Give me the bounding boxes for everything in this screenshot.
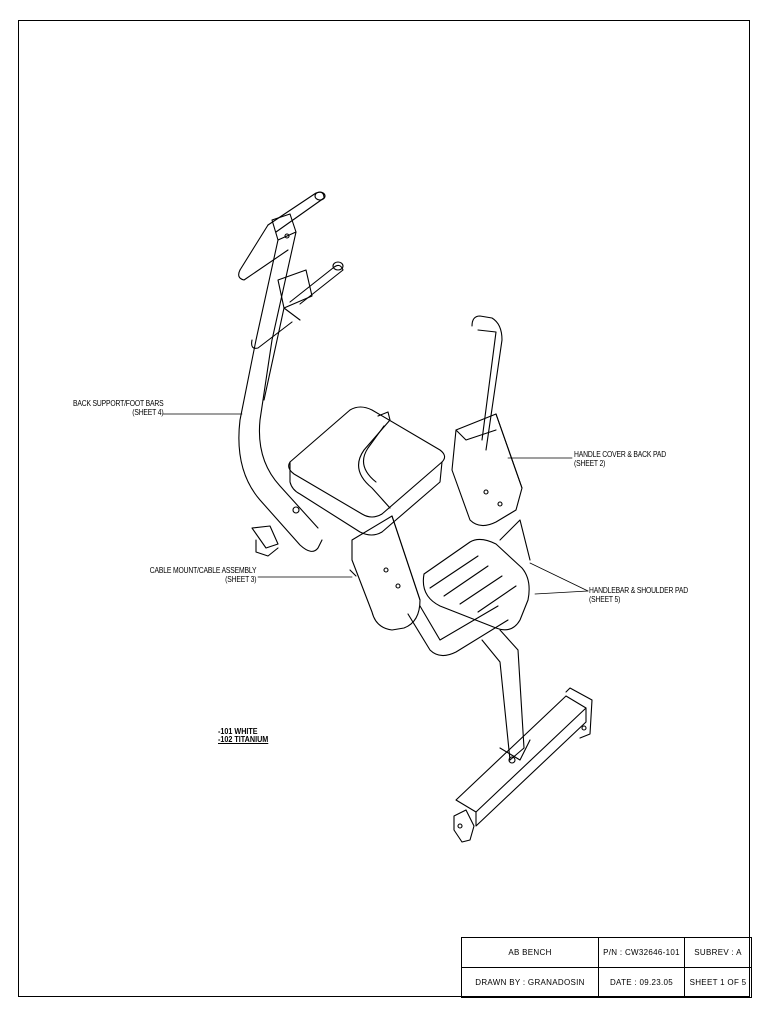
- callout-handle-cover: HANDLE COVER & BACK PAD (SHEET 2): [574, 450, 666, 468]
- callout-back-support: BACK SUPPORT/FOOT BARS (SHEET 4): [72, 399, 164, 417]
- title-block: AB BENCH P/N : CW32646-101 SUBREV : A DR…: [461, 937, 752, 998]
- main-frame: [407, 519, 531, 764]
- callout-handlebar: HANDLEBAR & SHOULDER PAD (SHEET 5): [589, 586, 688, 604]
- callout-cable-mount-line2: (SHEET 3): [224, 575, 256, 584]
- callout-handlebar-line1: HANDLEBAR & SHOULDER PAD: [589, 586, 688, 595]
- title-subrev: SUBREV : A: [684, 937, 752, 968]
- drawing-frame: [18, 20, 750, 997]
- right-handle-assembly: [451, 315, 523, 527]
- callout-cable-mount-line1: CABLE MOUNT/CABLE ASSEMBLY: [149, 566, 256, 575]
- callout-back-support-line2: (SHEET 4): [131, 408, 163, 417]
- finish-options: -101 WHITE -102 TITANIUM: [218, 728, 268, 744]
- title-date: DATE : 09.23.05: [598, 967, 685, 998]
- finish-white: -101 WHITE: [218, 727, 258, 736]
- foot-bars: [238, 191, 344, 349]
- title-name: AB BENCH: [461, 937, 599, 968]
- title-part-number: P/N : CW32646-101: [598, 937, 685, 968]
- seat-pad: [288, 406, 446, 536]
- callout-handle-cover-line2: (SHEET 2): [574, 459, 606, 468]
- rear-base: [453, 687, 593, 843]
- leader-lines: [162, 413, 589, 595]
- callout-cable-mount: CABLE MOUNT/CABLE ASSEMBLY (SHEET 3): [149, 566, 256, 584]
- callout-back-support-line1: BACK SUPPORT/FOOT BARS: [72, 399, 164, 408]
- callout-handlebar-line2: (SHEET 5): [589, 595, 621, 604]
- title-drawn-by: DRAWN BY : GRANADOSIN: [461, 967, 599, 998]
- finish-titanium: -102 TITANIUM: [218, 735, 269, 744]
- callout-handle-cover-line1: HANDLE COVER & BACK PAD: [574, 450, 666, 459]
- left-handle-assembly: [349, 411, 421, 631]
- title-sheet: SHEET 1 OF 5: [684, 967, 752, 998]
- back-support-column: [238, 231, 323, 557]
- shoulder-pad: [422, 538, 530, 631]
